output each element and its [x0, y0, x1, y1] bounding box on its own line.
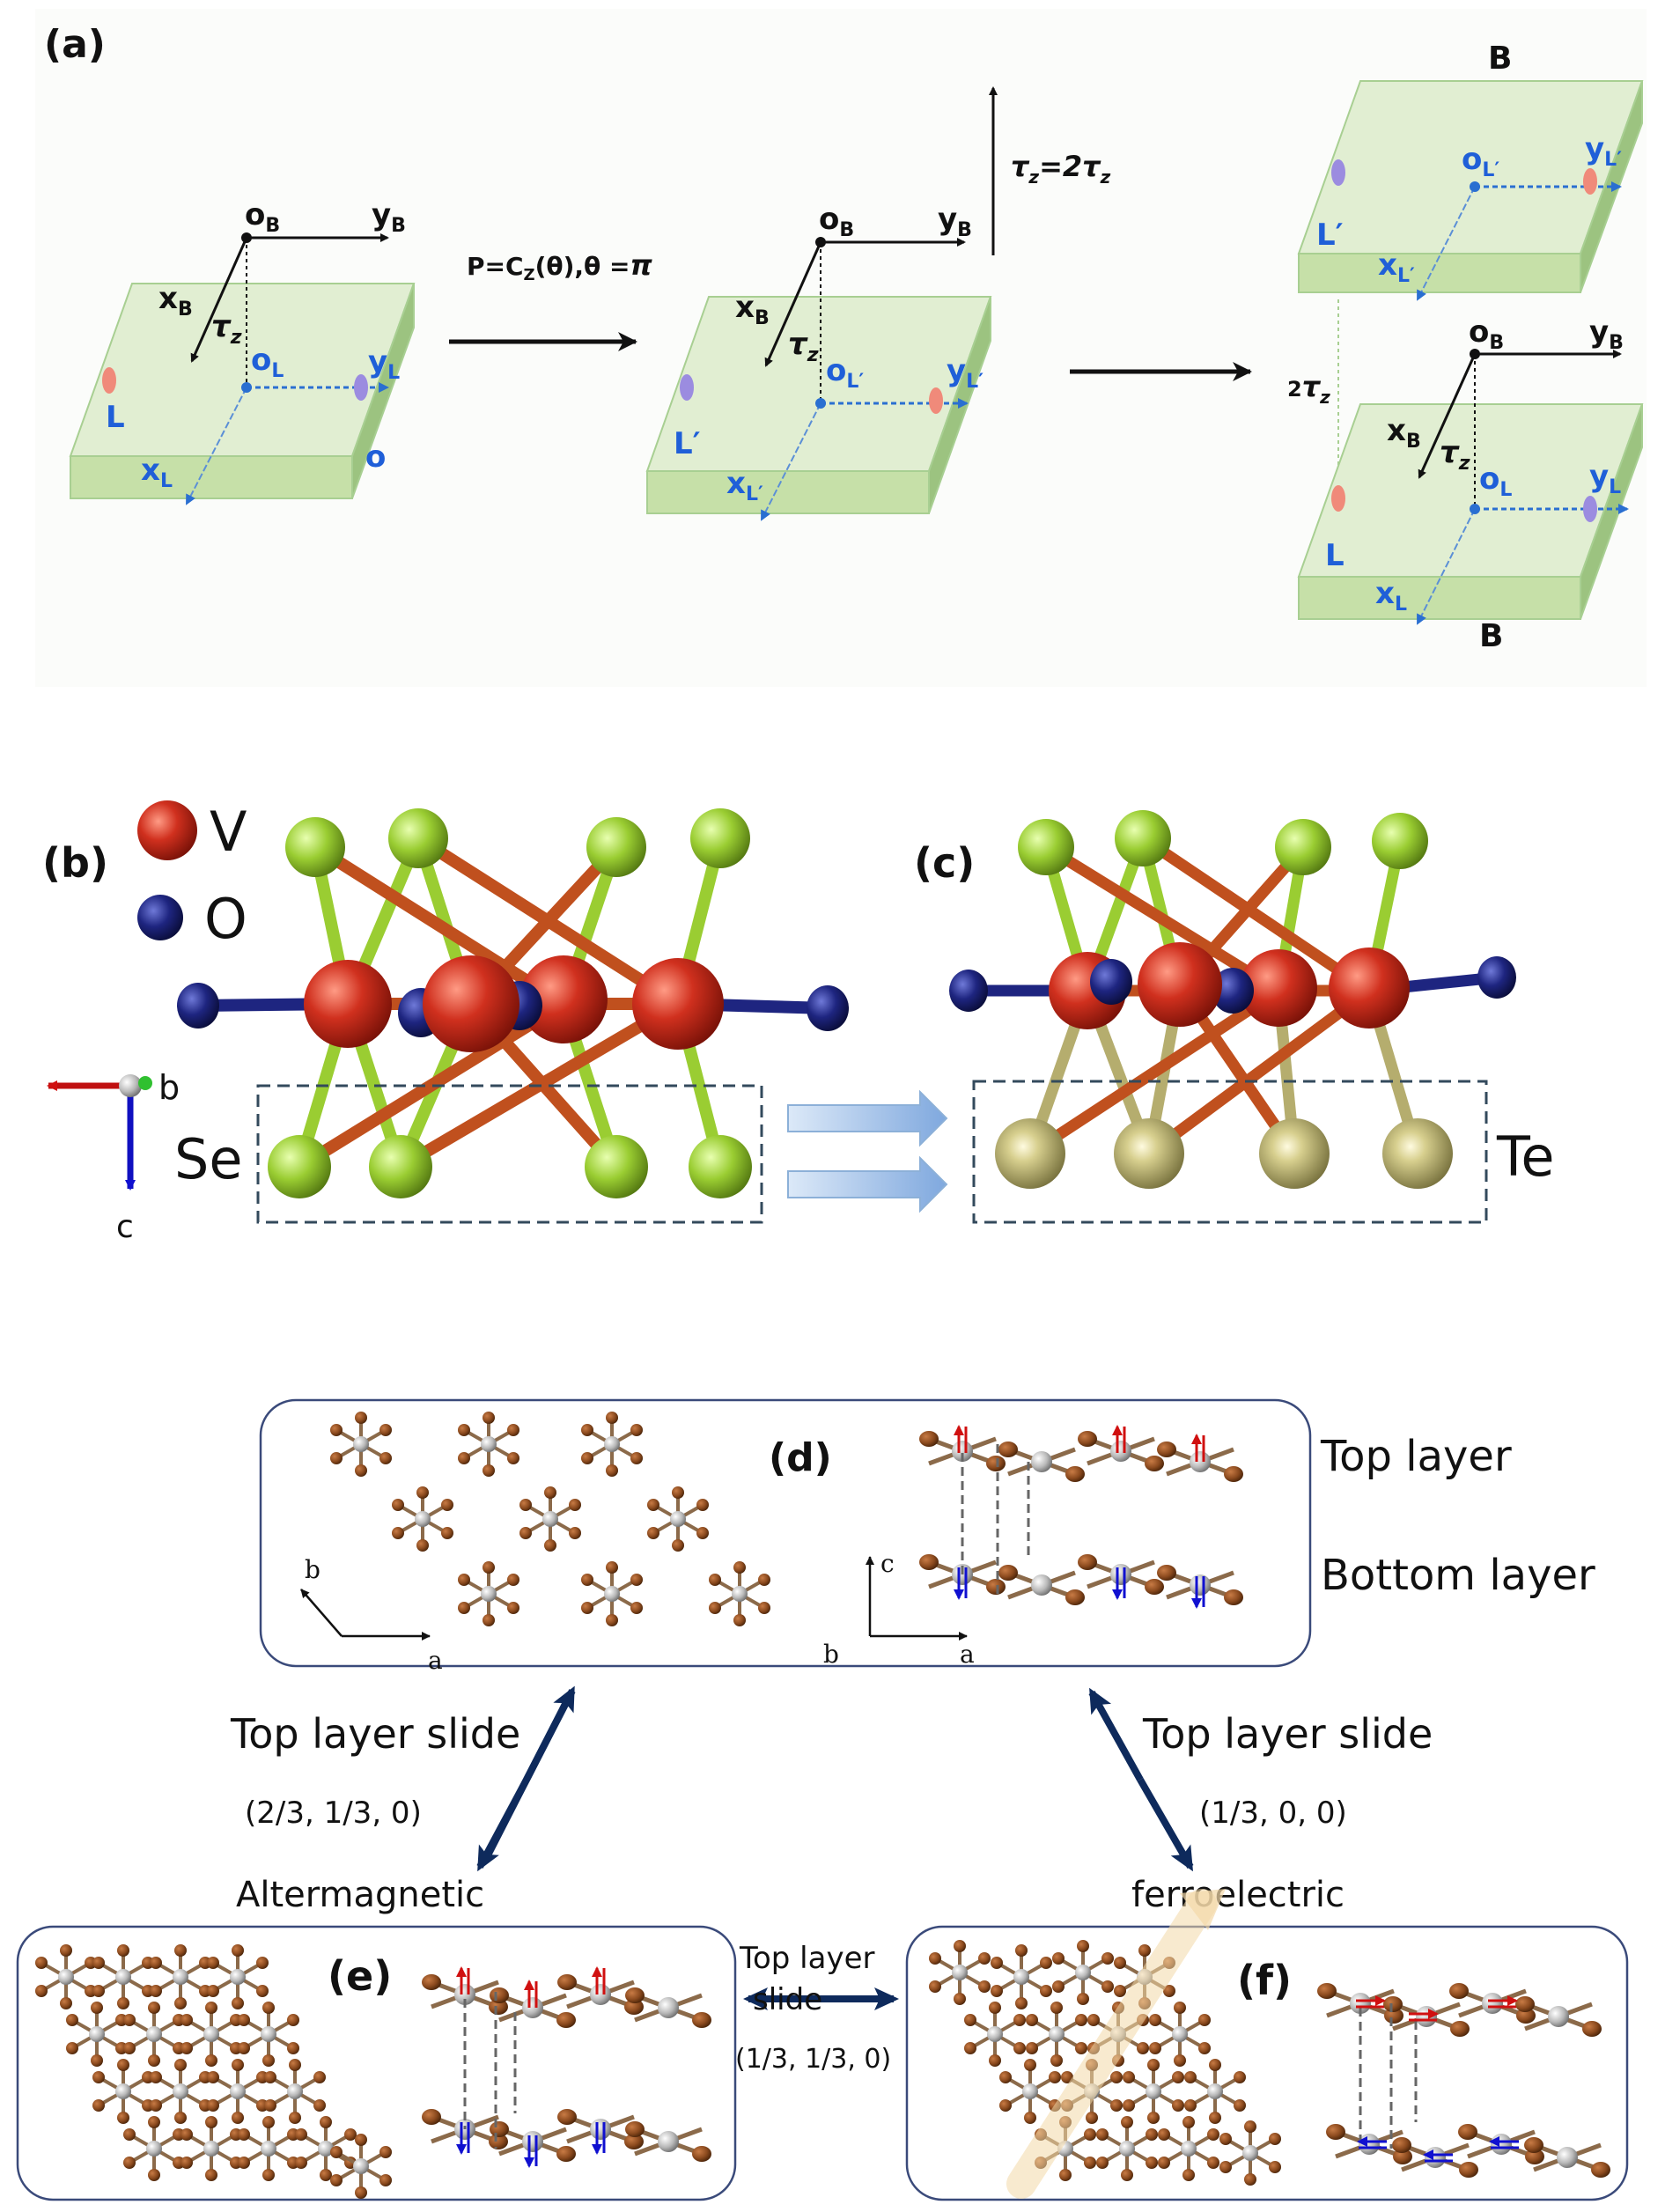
- svg-text:yL: yL: [1589, 459, 1621, 498]
- two-tau-label: 2τz: [1287, 370, 1330, 408]
- legend-O-label: O: [204, 887, 247, 951]
- panel-e-title: Altermagnetic: [236, 1875, 484, 1915]
- panel-e: (e): [16, 1925, 737, 2201]
- site-L-marker-1: [102, 367, 116, 394]
- panel-e-label: (e): [328, 1952, 392, 2000]
- axis-c-label: c: [116, 1209, 134, 1245]
- svg-text:oB: oB: [1469, 314, 1504, 354]
- svg-text:yL′: yL′: [1585, 131, 1622, 171]
- panel-a-label: (a): [44, 22, 106, 67]
- te-layer-box: [972, 1080, 1488, 1224]
- panel-f-label: (f): [1237, 1957, 1292, 2004]
- svg-text:oB: oB: [245, 197, 280, 237]
- xl-axis-1: [186, 387, 247, 505]
- svg-text:yB: yB: [1589, 314, 1624, 354]
- site-o-label-1: o: [365, 439, 386, 475]
- svg-text:L: L: [1325, 538, 1345, 573]
- svg-text:xL: xL: [1375, 576, 1407, 616]
- svg-text:a: a: [428, 1646, 443, 1675]
- xb-axis-1: [190, 237, 248, 363]
- panel-a: (a) oB yB xB τz oL yL L o xL P=CZ(θ),θ =…: [35, 9, 1647, 687]
- svg-text:b: b: [823, 1640, 839, 1669]
- mid-slide-line2: slide: [753, 1982, 822, 2017]
- svg-text:oL: oL: [1479, 461, 1512, 501]
- legend-V-ball: [137, 800, 197, 860]
- axis-b-label: b: [158, 1068, 180, 1107]
- svg-text:a: a: [960, 1640, 975, 1669]
- svg-text:oL′: oL′: [1462, 142, 1499, 181]
- panel-c: (c): [914, 810, 1554, 1224]
- site-L-label-1: L: [106, 400, 125, 435]
- legend-V-label: V: [210, 800, 247, 864]
- panel-f-title: ferroelectric: [1131, 1875, 1345, 1915]
- svg-text:L′: L′: [674, 426, 701, 461]
- svg-text:τz: τz: [1440, 435, 1470, 475]
- mid-slide-line1: Top layer: [739, 1941, 875, 1976]
- svg-text:xB: xB: [1387, 413, 1421, 453]
- panel-c-label: (c): [914, 839, 975, 887]
- svg-text:τz: τz: [788, 327, 819, 366]
- svg-text:τz: τz: [211, 309, 242, 349]
- svg-text:xL: xL: [141, 453, 173, 492]
- site-Lp-marker-2: [680, 374, 694, 401]
- svg-text:xB: xB: [735, 290, 770, 329]
- svg-text:oL: oL: [251, 343, 284, 382]
- mid-slide-vector: (1/3, 1/3, 0): [735, 2044, 891, 2075]
- element-Se-label: Se: [174, 1127, 243, 1191]
- slide-arrows: [476, 1685, 1194, 2010]
- svg-text:xB: xB: [158, 281, 193, 321]
- panel-f: (f): [905, 1889, 1629, 2201]
- svg-text:yL: yL: [368, 344, 400, 384]
- slab-2: [645, 296, 992, 514]
- svg-text:yB: yB: [372, 197, 406, 237]
- svg-text:L′: L′: [1316, 218, 1344, 253]
- bottom-layer-label: Bottom layer: [1321, 1551, 1595, 1600]
- right-slide-title: Top layer slide: [1142, 1710, 1433, 1758]
- d-sideview: [919, 1425, 1243, 1609]
- top-layer-label: Top layer: [1320, 1432, 1512, 1481]
- legend-O-ball: [137, 895, 183, 940]
- panel-d: a b (d): [259, 1398, 1595, 1675]
- label-B-bottom: B: [1479, 618, 1503, 654]
- panel-d-label: (d): [769, 1435, 832, 1480]
- svg-text:yB: yB: [938, 202, 972, 241]
- svg-text:c: c: [880, 1549, 895, 1578]
- f-sideview: [1317, 1983, 1610, 2178]
- polarization-arrow: [1006, 1889, 1217, 2199]
- operation-label: P=CZ(θ),θ =π: [467, 248, 653, 284]
- label-B-top: B: [1488, 41, 1512, 77]
- panel-b-label: (b): [42, 839, 108, 887]
- svg-text:oB: oB: [819, 202, 854, 241]
- transform-arrows: [787, 1089, 948, 1213]
- left-slide-vector: (2/3, 1/3, 0): [245, 1795, 422, 1831]
- svg-text:oL′: oL′: [826, 353, 864, 393]
- e-sideview: [422, 1966, 711, 2168]
- slab-bottom: [1297, 403, 1644, 620]
- right-slide-vector: (1/3, 0, 0): [1199, 1795, 1347, 1831]
- tau-relation-label: τz=2τz: [1011, 150, 1111, 188]
- svg-text:b: b: [305, 1555, 320, 1584]
- se-layer-box: [256, 1084, 763, 1224]
- svg-text:xL′: xL′: [1378, 247, 1415, 287]
- site-o-marker-1: [354, 374, 368, 401]
- panel-b: (b) V O b c: [42, 800, 849, 1245]
- element-Te-label: Te: [1496, 1124, 1554, 1189]
- left-slide-title: Top layer slide: [230, 1710, 520, 1758]
- svg-text:xL′: xL′: [726, 466, 763, 505]
- svg-text:yL′: yL′: [947, 353, 984, 393]
